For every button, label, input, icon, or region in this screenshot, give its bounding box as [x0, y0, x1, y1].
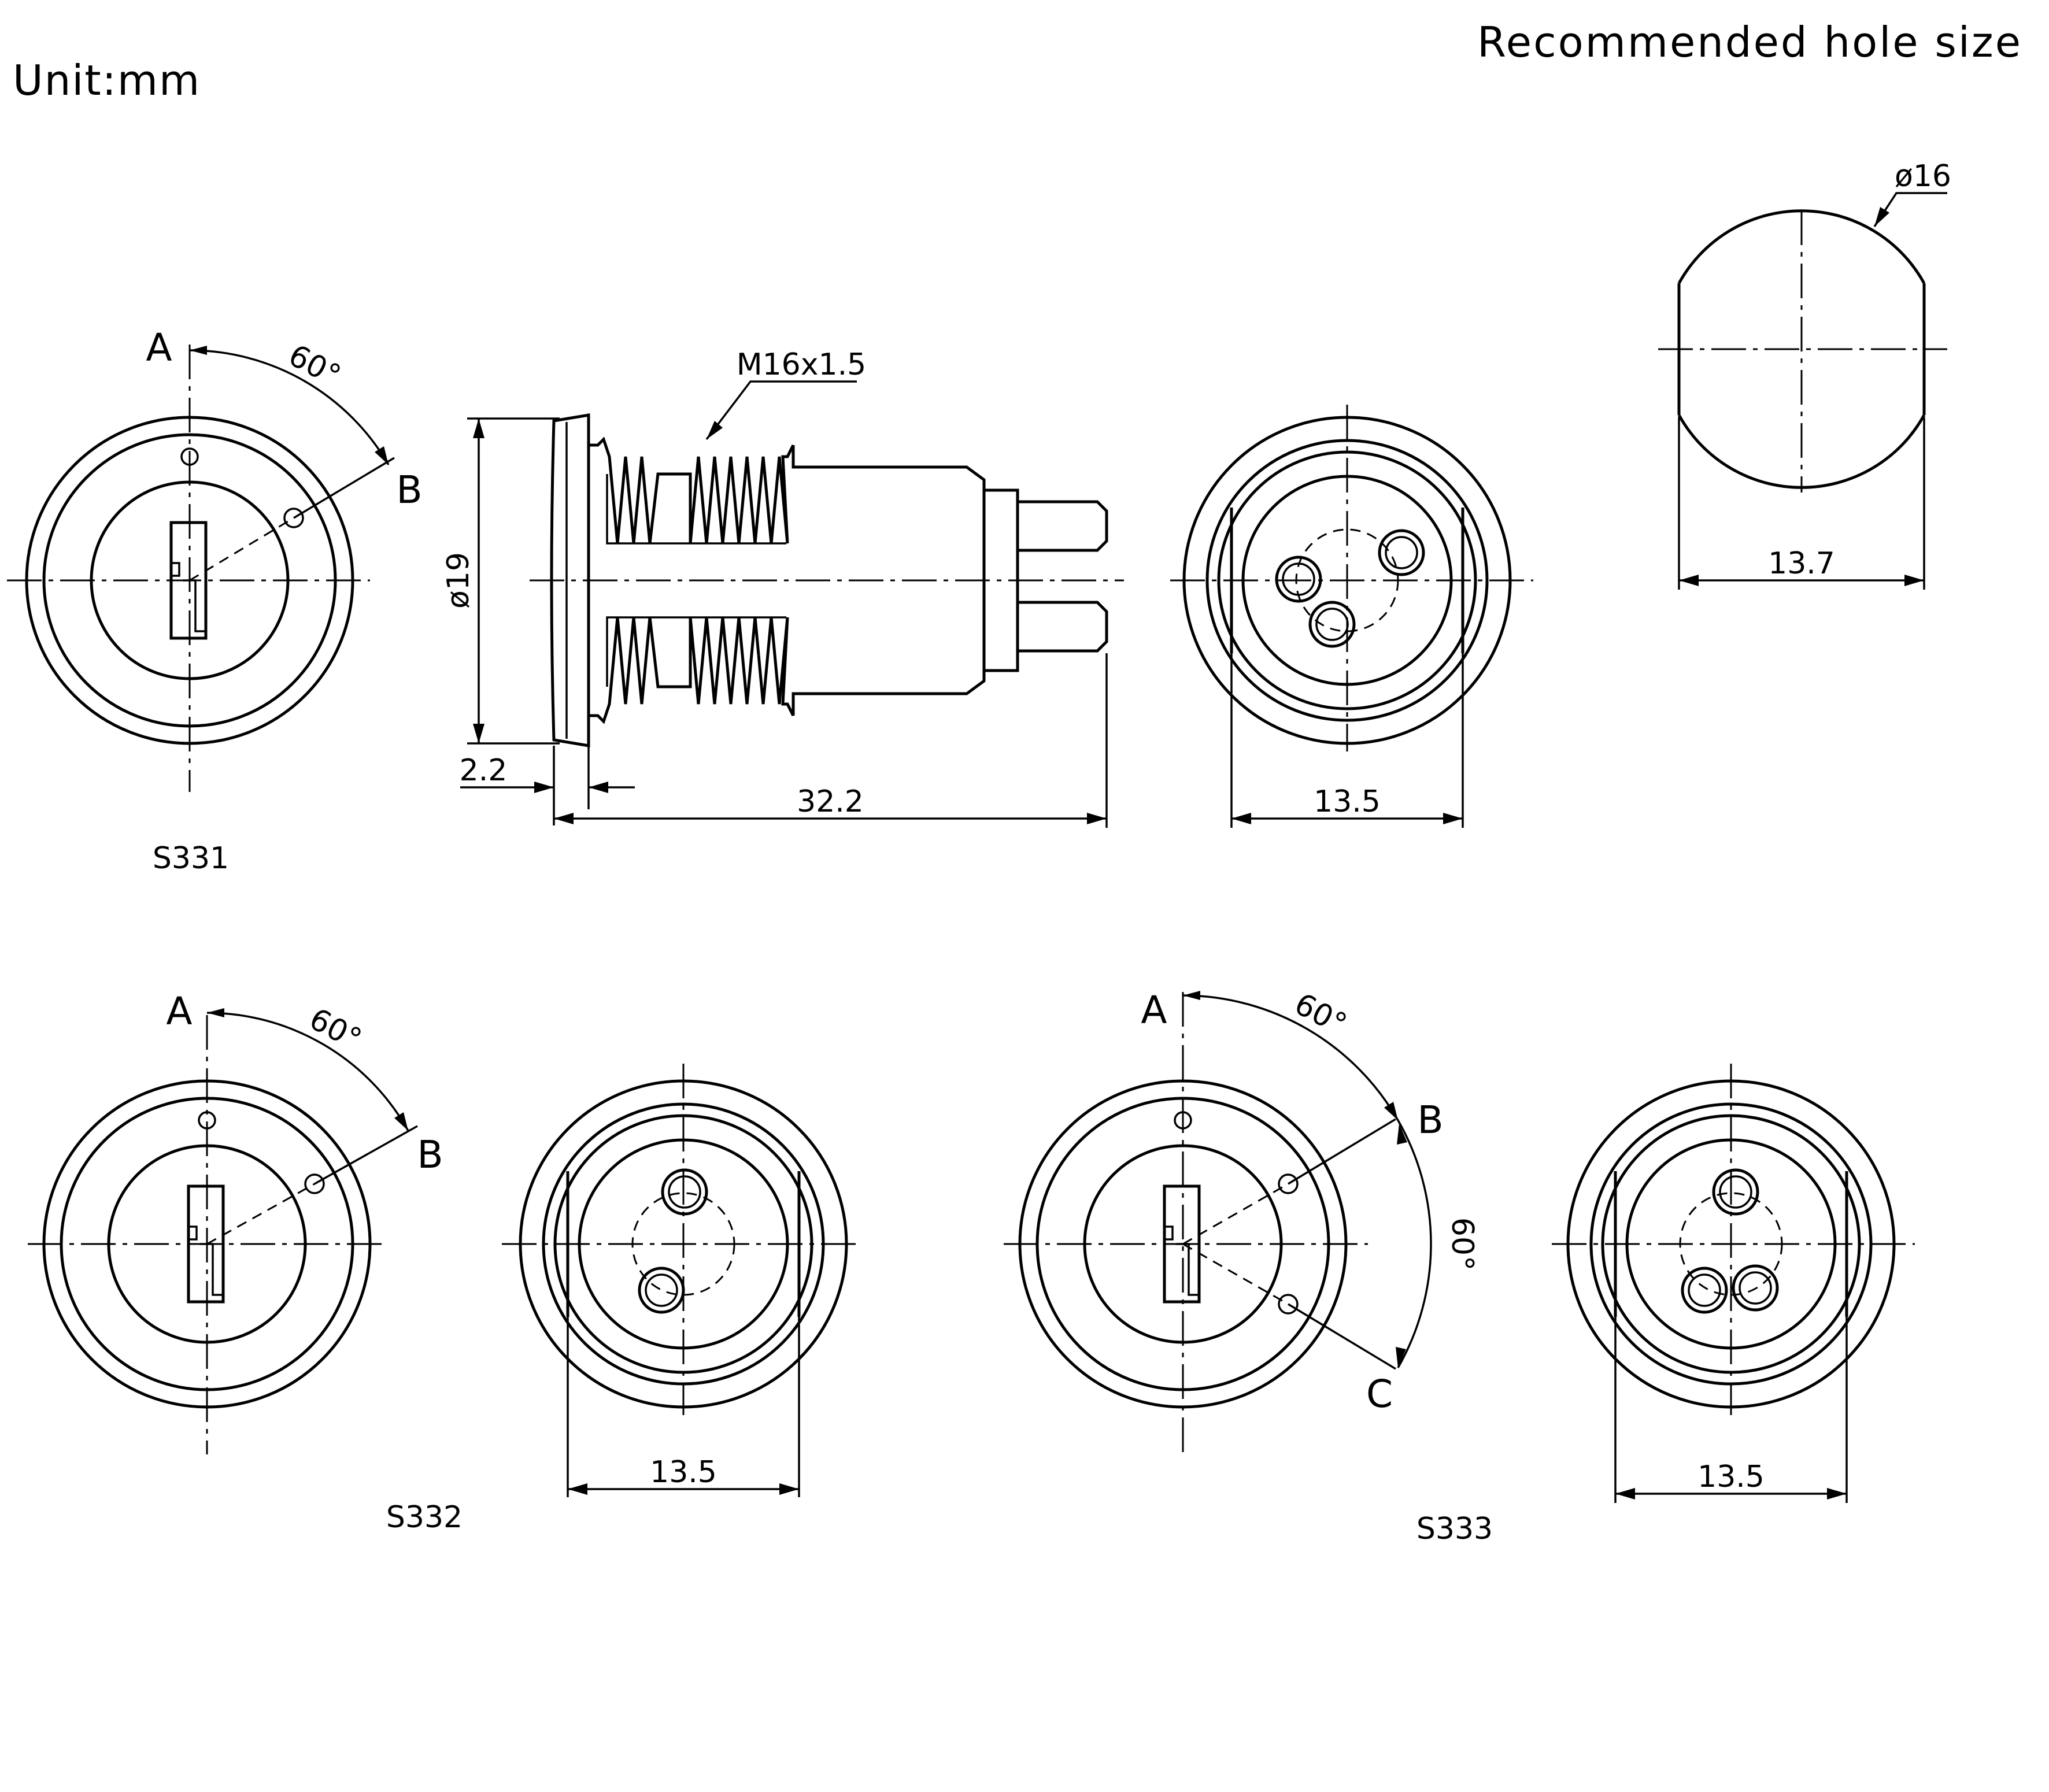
dim-13-7: 13.7 — [1768, 546, 1835, 581]
s332-model-label: S332 — [386, 1500, 463, 1535]
dim-13-5-s333: 13.5 — [1697, 1460, 1765, 1494]
s332-rear-view — [502, 1064, 863, 1497]
s333-rear-view — [1552, 1064, 1915, 1503]
side-view — [460, 380, 1124, 828]
dim-diameter-16: ø16 — [1895, 159, 1951, 194]
recommended-hole-drawing — [1658, 192, 1947, 590]
s333-position-c: C — [1366, 1372, 1393, 1416]
dim-13-5-s332: 13.5 — [650, 1455, 717, 1490]
dim-diameter-19: ø19 — [441, 552, 476, 609]
s332-position-b: B — [417, 1132, 443, 1177]
s332-position-a: A — [166, 989, 192, 1034]
s331-model-label: S331 — [153, 841, 229, 876]
s331-position-b: B — [396, 468, 422, 512]
thread-spec: M16x1.5 — [737, 347, 867, 382]
s331-angle: 60° — [283, 338, 346, 394]
s333-position-a: A — [1141, 988, 1167, 1032]
dim-13-5-s331: 13.5 — [1314, 784, 1381, 819]
s331-key-face — [7, 345, 395, 792]
s333-angle-side: 60° — [1445, 1217, 1480, 1271]
s333-angle-top: 60° — [1289, 987, 1352, 1042]
s333-model-label: S333 — [1416, 1512, 1493, 1546]
dim-2-2: 2.2 — [460, 753, 508, 788]
s331-position-a: A — [146, 325, 172, 370]
s332-key-face — [28, 1008, 418, 1454]
dim-32-2: 32.2 — [797, 784, 864, 819]
s331-rear-view — [1170, 405, 1533, 828]
recommended-hole-title: Recommended hole size — [1477, 18, 2022, 66]
s333-key-face — [1004, 991, 1432, 1454]
s333-position-b: B — [1417, 1098, 1443, 1142]
unit-label: Unit:mm — [13, 56, 201, 105]
s332-angle: 60° — [304, 1002, 367, 1057]
